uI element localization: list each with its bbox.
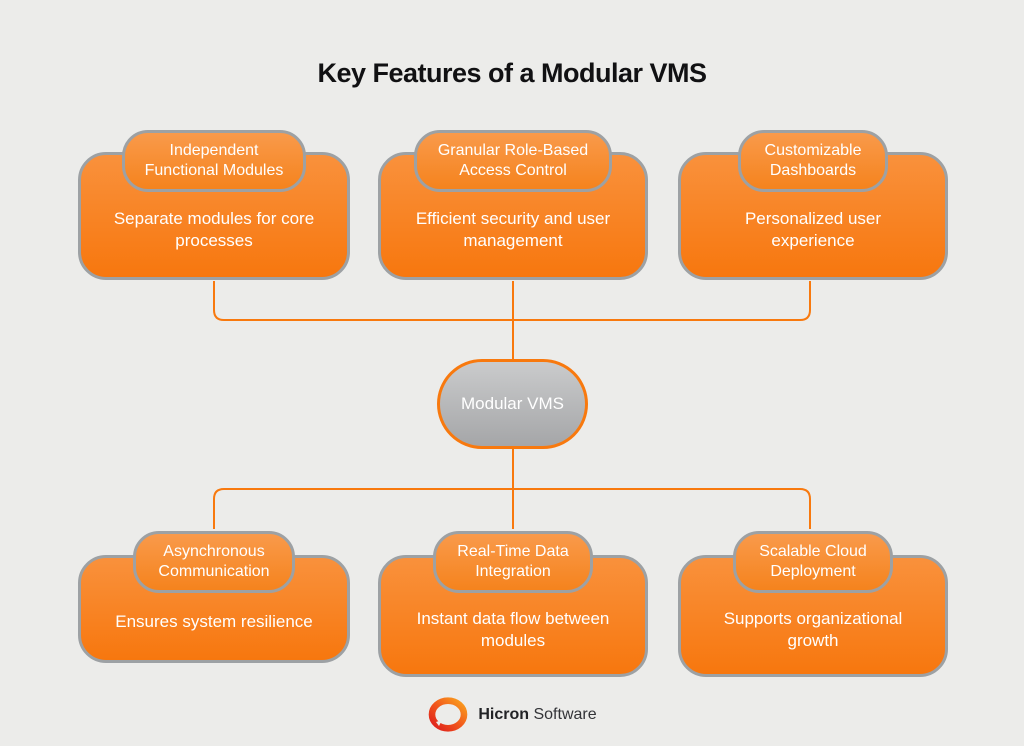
center-node-modular-vms: Modular VMS <box>437 359 588 449</box>
feature-description: Supports organizational growth <box>723 608 903 650</box>
feature-pill: Real-Time Data Integration <box>433 531 593 593</box>
feature-pill: Customizable Dashboards <box>738 130 888 192</box>
feature-description: Ensures system resilience <box>115 611 313 631</box>
brand-suffix: Software <box>533 705 597 723</box>
feature-heading: Granular Role-Based Access Control <box>437 142 589 179</box>
bottom-row-connector <box>213 488 811 529</box>
feature-heading: Scalable Cloud Deployment <box>759 543 867 580</box>
center-node-label: Modular VMS <box>461 394 564 413</box>
hicron-ring-icon <box>429 697 468 732</box>
feature-heading: Real-Time Data Integration <box>457 543 569 580</box>
feature-description: Instant data flow between modules <box>416 608 610 650</box>
feature-card-real-time-data-integration: Real-Time Data Integration Instant data … <box>378 531 648 677</box>
feature-card-customizable-dashboards: Customizable Dashboards Personalized use… <box>678 130 948 280</box>
feature-heading: Customizable Dashboards <box>764 142 862 179</box>
feature-pill: Asynchronous Communication <box>133 531 295 593</box>
brand-name: Hicron <box>478 705 530 723</box>
feature-description: Personalized user experience <box>744 208 882 250</box>
brand-logo: Hicron Software <box>0 696 1024 733</box>
feature-card-independent-functional-modules: Independent Functional Modules Separate … <box>78 130 350 280</box>
brand-text: Hicron Software <box>478 706 596 724</box>
feature-pill: Independent Functional Modules <box>122 130 306 192</box>
feature-heading: Independent Functional Modules <box>144 142 284 179</box>
feature-pill: Granular Role-Based Access Control <box>414 130 612 192</box>
feature-description: Efficient security and user management <box>415 208 611 250</box>
feature-pill: Scalable Cloud Deployment <box>733 531 893 593</box>
top-row-connector <box>213 281 811 321</box>
feature-description: Separate modules for core processes <box>113 208 315 250</box>
feature-card-scalable-cloud-deployment: Scalable Cloud Deployment Supports organ… <box>678 531 948 677</box>
feature-card-asynchronous-communication: Asynchronous Communication Ensures syste… <box>78 531 350 663</box>
diagram-title: Key Features of a Modular VMS <box>317 58 707 88</box>
feature-card-granular-role-based-access-control: Granular Role-Based Access Control Effic… <box>378 130 648 280</box>
feature-heading: Asynchronous Communication <box>158 543 270 580</box>
